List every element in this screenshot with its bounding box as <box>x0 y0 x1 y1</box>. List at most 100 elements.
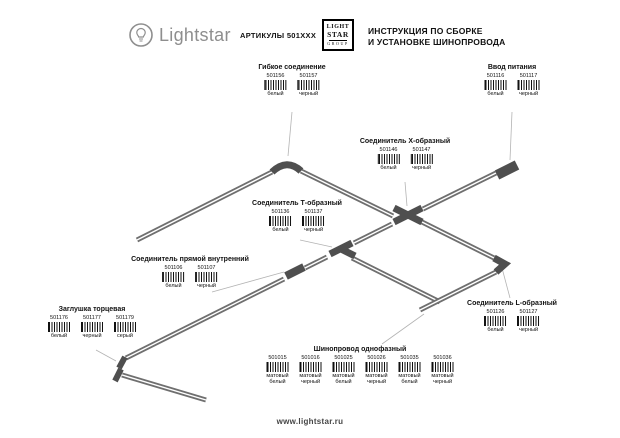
article-number: 501127 <box>519 309 538 315</box>
end-cap-piece-2 <box>112 367 124 383</box>
barcode <box>365 362 388 372</box>
color-label: матовый черный <box>365 373 388 386</box>
barcode <box>398 362 421 372</box>
color-label: черный <box>82 333 102 339</box>
color-label: черный <box>303 227 324 233</box>
color-label: серый <box>117 333 133 339</box>
color-label: белый <box>165 283 182 289</box>
article-number: 501179 <box>116 315 134 321</box>
article-number: 501106 <box>164 265 183 271</box>
barcode-item: 501036 матовый черный <box>428 355 458 386</box>
article-number: 501036 <box>433 355 452 361</box>
article-number: 501157 <box>299 73 318 79</box>
barcode-item: 501147 черный <box>407 147 437 171</box>
component-name: Соединитель Х-образный <box>359 138 451 145</box>
article-number: 501016 <box>301 355 320 361</box>
logo-box-line1: LIGHT <box>326 23 350 30</box>
track-segment-x-to-l <box>418 218 496 261</box>
barcode <box>269 216 292 226</box>
track-segment-upper-left <box>135 169 274 243</box>
article-number: 501107 <box>197 265 216 271</box>
article-number: 501177 <box>83 315 101 321</box>
color-label: матовый белый <box>398 373 421 386</box>
component-straight-inner-connector: Соединитель прямой внутренний 501106 белы… <box>131 256 249 289</box>
website-url: www.lightstar.ru <box>276 417 344 426</box>
color-label: матовый черный <box>431 373 454 386</box>
color-label: черный <box>518 327 539 333</box>
article-number: 501117 <box>519 73 538 79</box>
color-label: матовый черный <box>299 373 322 386</box>
barcode-item: 501025 матовый белый <box>329 355 359 386</box>
color-label: черный <box>411 165 432 171</box>
barcode <box>195 272 218 282</box>
article-number: 501026 <box>367 355 386 361</box>
color-label: белый <box>50 333 68 339</box>
color-label: матовый белый <box>332 373 355 386</box>
barcode <box>162 272 185 282</box>
lightstar-logo: Lightstar <box>128 22 231 48</box>
barcode-row: 501146 белый 501147 черный <box>360 147 450 171</box>
barcode <box>517 80 540 90</box>
barcode <box>299 362 322 372</box>
barcode-item: 501116 белый <box>481 73 511 97</box>
barcode <box>264 80 287 90</box>
track-segment-middle-branch <box>350 255 442 305</box>
barcode <box>114 322 136 332</box>
track-segment-upper-mid <box>299 168 395 219</box>
component-name: Гибкое соединение <box>258 64 326 71</box>
article-number: 501136 <box>271 209 290 215</box>
color-label: белый <box>380 165 397 171</box>
track-segment-l-down <box>418 269 498 313</box>
article-number: 501015 <box>268 355 287 361</box>
title-line2: И УСТАНОВКЕ ШИНОПРОВОДА <box>368 37 506 48</box>
brand-name: Lightstar <box>159 24 231 45</box>
barcode <box>410 154 433 164</box>
article-number: 501126 <box>486 309 505 315</box>
barcode <box>81 322 103 332</box>
logo-box-line2: STAR <box>327 29 349 39</box>
barcode <box>484 316 507 326</box>
leader-lines <box>95 111 513 362</box>
article-number: 501137 <box>304 209 323 215</box>
barcode <box>48 322 70 332</box>
barcode-item: 501127 черный <box>514 309 544 333</box>
color-label: белый <box>267 91 284 97</box>
barcode-item: 501016 матовый черный <box>296 355 326 386</box>
article-number: 501116 <box>486 73 505 79</box>
article-number: 501146 <box>379 147 398 153</box>
article-number: 501147 <box>412 147 431 153</box>
lightstar-group-logo: LIGHT STAR GROUP <box>322 19 354 51</box>
connector-pieces <box>112 160 520 383</box>
barcode <box>431 362 454 372</box>
barcode-item: 501015 матовый белый <box>263 355 293 386</box>
barcode-item: 501026 матовый черный <box>362 355 392 386</box>
component-name: Соединитель прямой внутренний <box>131 256 249 263</box>
color-label: матовый белый <box>266 373 289 386</box>
logo-box-line3: GROUP <box>327 41 349 47</box>
component-name: Шинопровод однофазный <box>313 346 407 353</box>
article-number: 501025 <box>334 355 353 361</box>
track-segment-x-to-t <box>352 221 394 246</box>
barcode-item: 501177 черный <box>77 315 107 339</box>
end-cap-piece-1 <box>116 355 128 370</box>
track-segment-left-down <box>124 276 286 361</box>
straight-connector-piece <box>284 263 306 280</box>
barcode-item: 501137 черный <box>299 209 329 233</box>
t-connector-piece <box>328 239 357 260</box>
barcode <box>266 362 289 372</box>
color-label: белый <box>487 91 504 97</box>
barcode <box>517 316 540 326</box>
